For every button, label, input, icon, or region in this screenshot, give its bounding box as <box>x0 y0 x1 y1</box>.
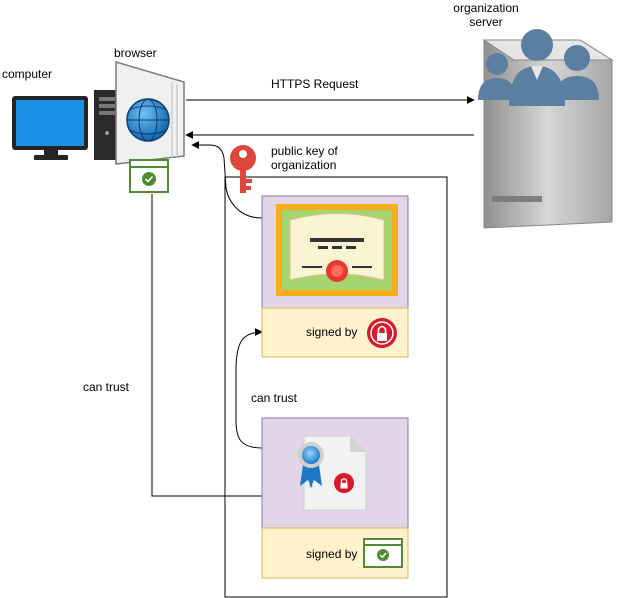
server-label-line2: server <box>469 15 503 29</box>
can-trust-label: can trust <box>83 380 130 394</box>
browser-certificate-icon <box>129 159 169 193</box>
can-trust-line <box>151 194 287 500</box>
browser-certificate-icon <box>363 538 403 568</box>
can-trust-label: can trust <box>251 391 298 405</box>
https-request-label: HTTPS Request <box>271 77 359 91</box>
award-document-icon <box>298 435 367 511</box>
public-key-connector <box>191 141 263 219</box>
computer-icon <box>12 90 120 160</box>
certificate-chain-container <box>224 176 448 598</box>
organization-server-icon <box>478 29 614 229</box>
signed-by-label: signed by <box>306 547 358 561</box>
computer-label: computer <box>2 67 53 81</box>
certificate-icon <box>276 204 398 296</box>
signed-by-label: signed by <box>306 325 358 339</box>
server-label-line1: organization <box>453 1 519 15</box>
key-icon <box>230 145 256 193</box>
public-key-label-line2: organization <box>271 158 337 172</box>
can-trust-curve <box>235 328 263 449</box>
public-key-label-line1: public key of <box>271 144 338 158</box>
browser-label: browser <box>114 46 157 60</box>
connectors <box>151 96 475 500</box>
browser-globe-icon <box>115 60 185 165</box>
lock-seal-icon <box>367 318 397 348</box>
